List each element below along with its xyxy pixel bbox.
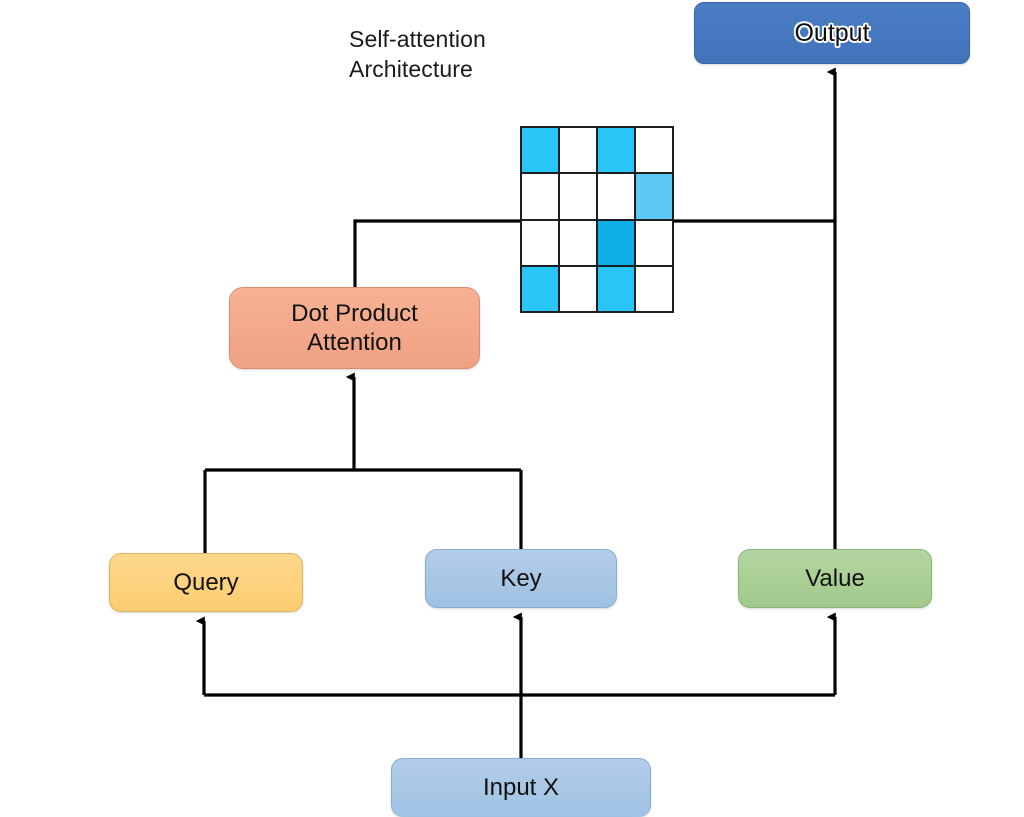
attention-cell-1-3 xyxy=(636,174,672,219)
wire-attention-to-output-column xyxy=(353,219,835,287)
attention-cell-3-0 xyxy=(522,266,558,311)
attention-cell-1-0 xyxy=(522,174,558,219)
node-key[interactable]: Key xyxy=(425,549,617,608)
node-output[interactable]: Output xyxy=(694,2,970,64)
attention-matrix xyxy=(520,126,674,313)
attention-cell-0-2 xyxy=(598,128,634,173)
attention-cell-1-2 xyxy=(598,174,634,219)
node-input-x[interactable]: Input X xyxy=(391,758,651,817)
attention-cell-0-0 xyxy=(522,128,558,173)
attention-cell-0-3 xyxy=(636,128,672,173)
node-dot-product-attention[interactable]: Dot Product Attention xyxy=(229,287,480,369)
attention-cell-3-3 xyxy=(636,266,672,311)
diagram-title: Self-attention Architecture xyxy=(349,26,486,83)
attention-cell-2-3 xyxy=(636,220,672,265)
node-query[interactable]: Query xyxy=(109,553,303,612)
attention-cell-1-1 xyxy=(560,174,596,219)
attention-cell-3-1 xyxy=(560,266,596,311)
node-value[interactable]: Value xyxy=(738,549,932,608)
attention-cell-2-0 xyxy=(522,220,558,265)
attention-cell-3-2 xyxy=(598,266,634,311)
attention-cell-2-1 xyxy=(560,220,596,265)
attention-cell-0-1 xyxy=(560,128,596,173)
attention-cell-2-2 xyxy=(598,220,634,265)
